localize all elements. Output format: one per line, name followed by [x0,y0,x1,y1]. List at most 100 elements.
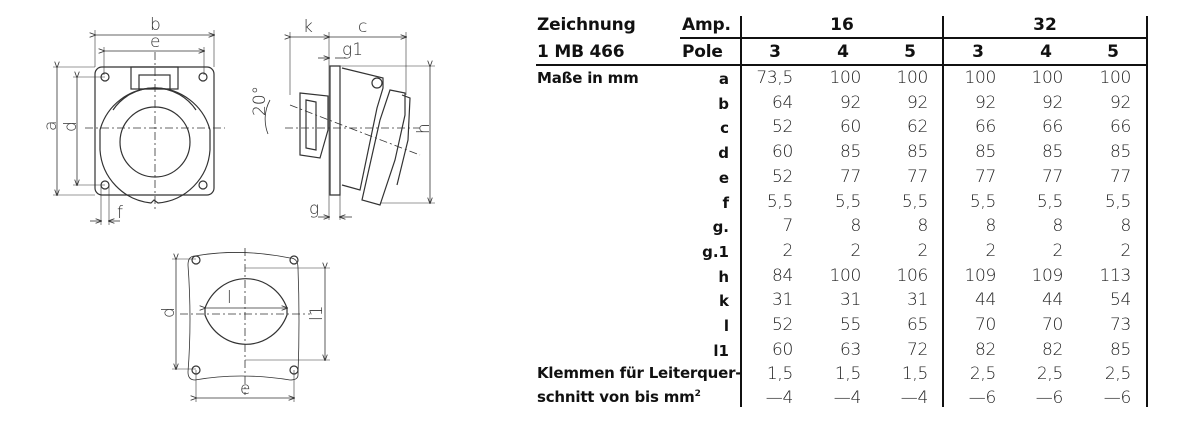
terminal-cell: —6 [1103,388,1132,408]
dim-label-d: d [61,121,81,132]
pole-16-5: 5 [904,42,916,62]
table-cell: 109 [1031,265,1063,286]
dim-label-f: f [117,203,123,223]
table-cell: 52 [771,166,793,187]
table-cell: 85 [1041,142,1063,163]
table-cell: 73,5 [756,68,793,88]
table-cell: 5,5 [834,191,861,212]
table-cell: 85 [1109,142,1131,163]
terminal-cell: —6 [1035,388,1064,408]
table-cell: 70 [974,315,996,335]
table-cell: 70 [1041,315,1063,335]
table-cell: 82 [1041,339,1063,360]
table-cell: 8 [917,216,928,237]
terminal-cell: 1,5 [834,364,861,384]
pole-32-3: 3 [972,42,984,62]
table-cell: 109 [964,265,996,286]
amp-group-16: 16 [830,15,854,35]
table-cell: 5,5 [1036,191,1063,212]
table-cell: 52 [771,117,793,138]
table-divider-middle [942,16,944,407]
terminals-label-line2: schnitt von bis mm2 [537,388,701,406]
table-cell: 100 [829,68,861,88]
table-cell: 77 [839,166,861,187]
dim-label-l1: l1 [307,305,327,321]
table-cell: 85 [839,142,861,163]
technical-drawings: b e a d f [0,0,520,424]
table-cell: 92 [1109,92,1131,113]
row-key-h: h [718,267,729,286]
table-cell: 77 [974,166,996,187]
table-cell: 5,5 [1104,191,1131,212]
terminal-cell: —4 [765,388,794,408]
table-cell: 72 [906,339,928,360]
dim-label-b: b [150,15,161,35]
pole-32-5: 5 [1107,42,1119,62]
dim-label-cutout-d: d [159,307,179,318]
table-cell: 2 [985,240,996,261]
terminals-label-line1: Klemmen für Leiterquer- [537,364,742,382]
drawing-canvas: b e a d f [41,15,435,402]
row-key-d: d [718,144,729,163]
table-cell: 65 [906,315,928,335]
table-cell: 31 [839,290,861,311]
table-cell: 54 [1109,290,1131,311]
table-cell: 44 [1041,290,1063,311]
terminal-cell: —6 [968,388,997,408]
table-cell: 2 [1120,240,1131,261]
terminal-cell: —4 [900,388,929,408]
dim-label-c: c [358,17,367,37]
table-cell: 106 [896,265,928,286]
table-rule-header [536,64,1148,66]
table-cell: 92 [839,92,861,113]
table-cell: 52 [771,315,793,335]
table-cell: 2 [917,240,928,261]
dim-label-g1: g1 [342,40,363,60]
table-cell: 77 [1041,166,1063,187]
table-cell: 100 [1031,68,1063,88]
row-key-l1: l1 [713,341,729,360]
amp-group-32: 32 [1033,15,1057,35]
pole-32-4: 4 [1040,42,1052,62]
table-divider-right [1146,16,1148,407]
table-cell: 8 [1052,216,1063,237]
drawing-number: 1 MB 466 [537,42,625,62]
terminal-cell: —4 [833,388,862,408]
table-cell: 44 [974,290,996,311]
table-cell: 8 [850,216,861,237]
dim-label-h: h [414,123,434,134]
table-cell: 5,5 [766,191,793,212]
row-key-g: g. [712,218,729,237]
table-cell: 8 [985,216,996,237]
table-cell: 84 [771,265,793,286]
table-cell: 55 [839,315,861,335]
dim-label-l: l [227,288,232,308]
table-cell: 31 [771,290,793,311]
row-key-e: e [718,168,729,187]
row-key-g1: g.1 [702,242,729,261]
table-cell: 2 [1052,240,1063,261]
pole-16-3: 3 [769,42,781,62]
row-key-b: b [718,94,729,113]
table-cell: 100 [1099,68,1131,88]
table-cell: 92 [974,92,996,113]
table-cell: 100 [964,68,996,88]
row-key-c: c [720,119,729,138]
terminals-label-sup: 2 [694,389,701,399]
table-cell: 7 [782,216,793,237]
terminal-cell: 2,5 [969,364,996,384]
table-cell: 8 [1120,216,1131,237]
table-cell: 92 [1041,92,1063,113]
table-cell: 82 [974,339,996,360]
table-cell: 5,5 [901,191,928,212]
table-cell: 66 [1041,117,1063,138]
pole-label: Pole [682,42,723,62]
table-cell: 31 [906,290,928,311]
table-cell: 62 [906,117,928,138]
terminals-label-text: schnitt von bis mm [537,388,695,406]
table-cell: 85 [906,142,928,163]
table-cell: 92 [906,92,928,113]
terminal-cell: 2,5 [1104,364,1131,384]
row-key-k: k [719,292,729,311]
